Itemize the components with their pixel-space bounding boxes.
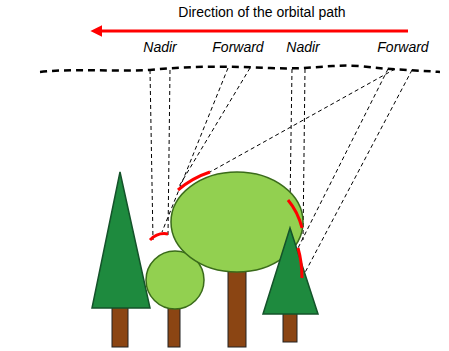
view-label: Forward (377, 39, 428, 55)
trees (92, 172, 318, 347)
direction-label: Direction of the orbital path (178, 4, 345, 20)
orbital-path (40, 66, 440, 72)
view-rays (150, 68, 412, 282)
direction-arrow (100, 30, 408, 33)
view-label: Forward (212, 39, 263, 55)
view-label: Nadir (143, 39, 176, 55)
view-label: Nadir (286, 39, 319, 55)
observed-surfaces (150, 172, 302, 278)
